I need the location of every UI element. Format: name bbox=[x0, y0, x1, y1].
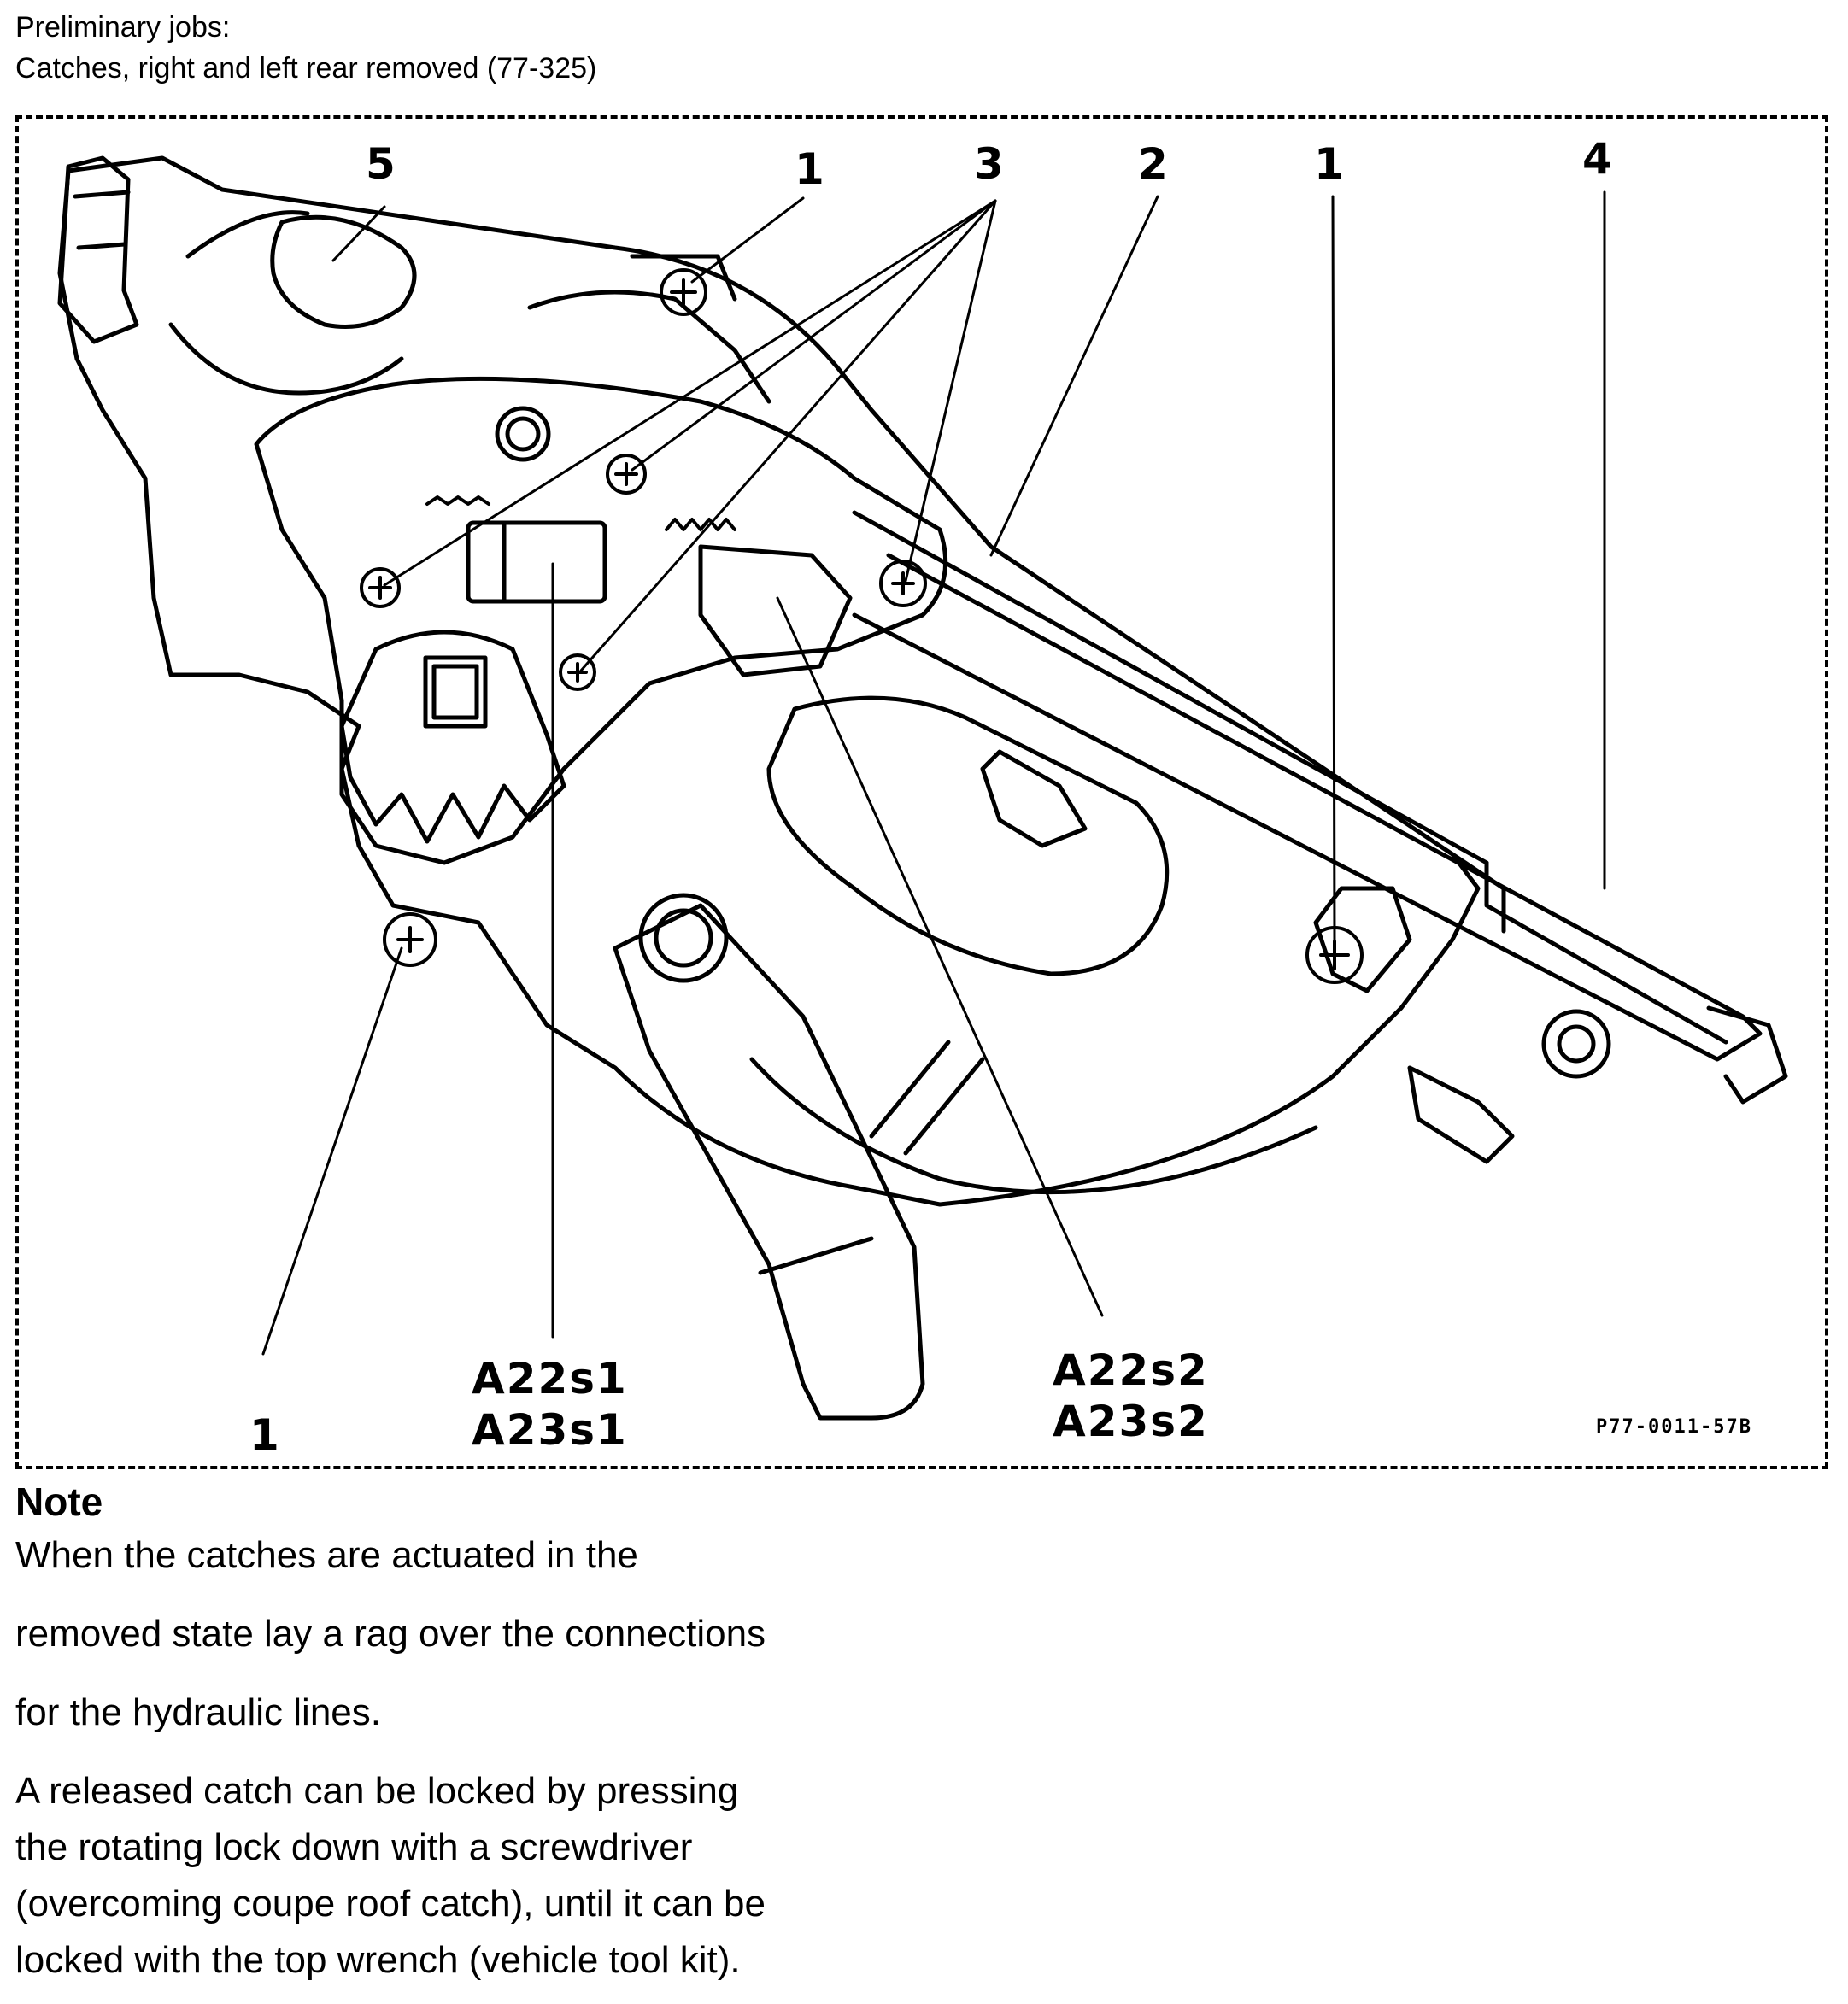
note-line: removed state lay a rag over the connect… bbox=[15, 1613, 766, 1655]
note-body: When the catches are actuated in the rem… bbox=[15, 1532, 955, 1767]
callout-a22s2-a23s2: A22s2 A23s2 bbox=[1053, 1345, 1209, 1447]
boss-lower bbox=[638, 893, 729, 983]
note-paragraph-locking: A released catch can be locked by pressi… bbox=[15, 1763, 955, 1989]
lower-bracket bbox=[1407, 1065, 1515, 1164]
cover bbox=[766, 695, 1170, 976]
note-line: When the catches are actuated in the bbox=[15, 1534, 638, 1576]
nut-right bbox=[1541, 1009, 1611, 1079]
callout-3: 3 bbox=[974, 139, 1004, 189]
screw-right bbox=[879, 560, 927, 607]
note-line: for the hydraulic lines. bbox=[15, 1691, 381, 1733]
rail-4 bbox=[852, 553, 1763, 1062]
screw-bottom-left bbox=[383, 912, 437, 967]
callout-1-top-left: 1 bbox=[795, 144, 824, 194]
figure-code: P77-0011-57B bbox=[1596, 1416, 1752, 1438]
callout-a22s1: A22s1 bbox=[472, 1354, 628, 1403]
note-para-line: (overcoming coupe roof catch), until it … bbox=[15, 1883, 766, 1925]
preliminary-step: Catches, right and left rear removed (77… bbox=[15, 52, 597, 85]
note-para-line: A released catch can be locked by pressi… bbox=[15, 1770, 739, 1812]
leader-lines bbox=[261, 190, 1606, 1356]
spring-left bbox=[425, 495, 490, 506]
switch-a22s2 bbox=[698, 544, 853, 677]
left-bracket bbox=[57, 155, 139, 344]
housing-5 bbox=[270, 214, 417, 329]
release-lever bbox=[613, 903, 925, 1421]
callout-a22s1-a23s1: A22s1 A23s1 bbox=[472, 1353, 628, 1456]
callout-1-top-right: 1 bbox=[1314, 139, 1344, 189]
screw-left-mid bbox=[360, 567, 401, 608]
cam-gear bbox=[339, 630, 566, 844]
note-heading: Note bbox=[15, 1480, 103, 1524]
figure-frame bbox=[15, 115, 1828, 1469]
note-para-line: locked with the top wrench (vehicle tool… bbox=[15, 1939, 741, 1981]
callout-a22s2: A22s2 bbox=[1053, 1345, 1209, 1395]
screw-center bbox=[559, 653, 596, 691]
preliminary-heading: Preliminary jobs: bbox=[15, 11, 231, 44]
callout-a23s1: A23s1 bbox=[472, 1405, 628, 1455]
spring-right bbox=[665, 518, 736, 531]
main-plate bbox=[57, 155, 1481, 1207]
note-para-line: the rotating lock down with a screwdrive… bbox=[15, 1826, 693, 1868]
callout-4: 4 bbox=[1582, 134, 1612, 184]
callout-1-bottom: 1 bbox=[249, 1410, 279, 1460]
switch-a22s1 bbox=[466, 520, 607, 604]
callout-a23s2: A23s2 bbox=[1053, 1397, 1209, 1446]
screw-top bbox=[660, 268, 707, 316]
preliminary-jobs: Preliminary jobs: Catches, right and lef… bbox=[15, 7, 596, 89]
boss-left bbox=[495, 406, 551, 462]
callout-2: 2 bbox=[1138, 139, 1168, 189]
screw-upper-mid bbox=[606, 454, 647, 495]
callout-5: 5 bbox=[366, 139, 396, 189]
